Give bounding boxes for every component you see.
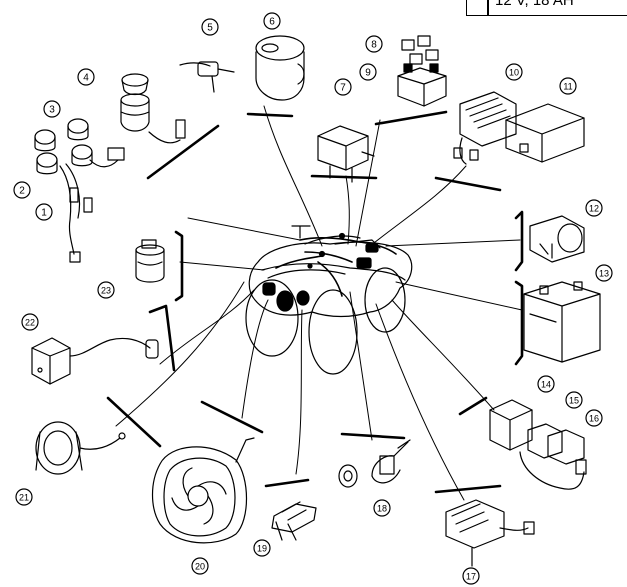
callout-8: 8: [365, 35, 383, 53]
callout-circle: [559, 77, 577, 95]
leader-lines: [115, 105, 523, 501]
callout-9: 9: [359, 63, 377, 81]
callout-number: 1: [41, 208, 47, 219]
callout-circle: [201, 18, 219, 36]
callout-number: 5: [207, 23, 213, 34]
callout-22: 22: [21, 313, 39, 331]
callout-circle: [253, 539, 271, 557]
component-taillight-23: [135, 239, 165, 283]
component-lamps-cluster: [34, 73, 186, 263]
callout-circle: [334, 78, 352, 96]
callout-circle: [565, 391, 583, 409]
component-relays-14-16: [489, 399, 587, 490]
callout-circle: [263, 12, 281, 30]
callout-5: 5: [201, 18, 219, 36]
component-sensor-18: [338, 439, 411, 488]
component-cooling-fan-20: [151, 437, 255, 544]
callout-17: 17: [462, 567, 480, 585]
callout-circle: [35, 203, 53, 221]
component-connector-19: [271, 501, 317, 541]
separator-strokes: [106, 110, 524, 494]
callout-6: 6: [263, 12, 281, 30]
callout-circle: [21, 313, 39, 331]
component-switch-and-relay: [179, 35, 305, 101]
battery-spec-text: 12 V, 18 AH: [495, 0, 574, 9]
callout-19: 19: [253, 539, 271, 557]
component-rectifier-and-cdi: [453, 91, 585, 165]
callout-number: 9: [365, 68, 371, 79]
callout-circle: [359, 63, 377, 81]
callout-circle: [191, 557, 209, 575]
callout-12: 12: [585, 199, 603, 217]
callout-number: 14: [541, 380, 551, 390]
callout-number: 2: [19, 186, 25, 197]
callout-number: 4: [83, 73, 89, 84]
callout-23: 23: [97, 281, 115, 299]
callout-number: 17: [466, 572, 476, 582]
callout-circle: [77, 68, 95, 86]
callout-20: 20: [191, 557, 209, 575]
component-ignition-coil-22: [31, 337, 159, 385]
callout-1: 1: [35, 203, 53, 221]
callout-circle: [585, 199, 603, 217]
callout-circle: [373, 499, 391, 517]
callout-21: 21: [15, 488, 33, 506]
component-horn-12: [529, 215, 585, 263]
callout-15: 15: [565, 391, 583, 409]
callout-circle: [505, 63, 523, 81]
callout-circle: [15, 488, 33, 506]
callout-circle: [595, 264, 613, 282]
callout-11: 11: [559, 77, 577, 95]
callout-number: 6: [269, 17, 275, 28]
spec-box-divider: [487, 0, 489, 15]
component-relay-7: [317, 125, 375, 183]
callout-4: 4: [77, 68, 95, 86]
battery-spec-box: 12 V, 18 AH: [466, 0, 627, 16]
callout-circle: [43, 100, 61, 118]
callout-number: 20: [195, 562, 205, 572]
callout-2: 2: [13, 181, 31, 199]
callout-number: 23: [101, 286, 111, 296]
callout-number: 13: [599, 269, 609, 279]
callout-13: 13: [595, 264, 613, 282]
callout-number: 18: [377, 504, 387, 514]
atv-mounted-components: [262, 232, 379, 312]
callout-number: 8: [371, 40, 377, 51]
callout-number: 7: [340, 83, 346, 94]
callout-14: 14: [537, 375, 555, 393]
callout-number: 16: [589, 414, 599, 424]
callout-circle: [97, 281, 115, 299]
callout-18: 18: [373, 499, 391, 517]
callout-16: 16: [585, 409, 603, 427]
atv-wiring-harness: [275, 237, 397, 297]
component-battery-13: [523, 281, 601, 363]
callout-circle: [13, 181, 31, 199]
callout-10: 10: [505, 63, 523, 81]
callout-number: 12: [589, 204, 599, 214]
callout-circle: [585, 409, 603, 427]
component-fuse-and-starter-relay: [397, 35, 447, 107]
callout-number: 3: [49, 105, 55, 116]
callout-number: 19: [257, 544, 267, 554]
callout-number: 21: [19, 493, 29, 503]
callout-7: 7: [334, 78, 352, 96]
callout-number: 11: [563, 82, 572, 92]
callout-number: 15: [569, 396, 579, 406]
callout-number: 10: [509, 68, 519, 78]
callout-3: 3: [43, 100, 61, 118]
component-cdi-unit-17: [445, 499, 535, 567]
callout-circle: [462, 567, 480, 585]
callout-circle: [365, 35, 383, 53]
component-stator-21: [35, 421, 126, 475]
callout-circle: [537, 375, 555, 393]
callout-number: 22: [25, 318, 35, 328]
